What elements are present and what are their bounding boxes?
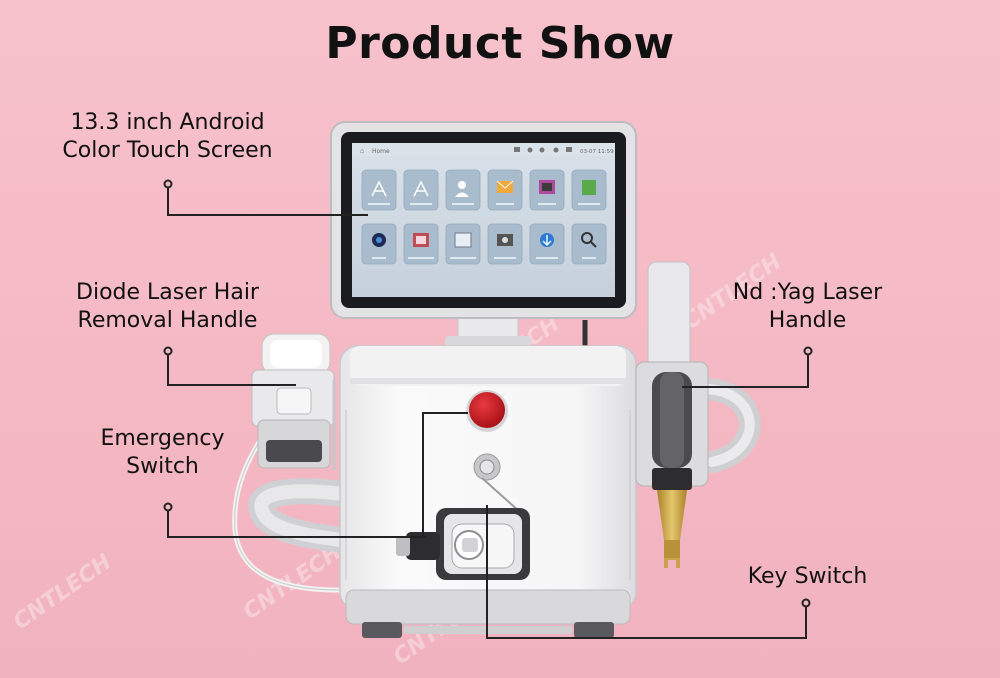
callout-emergency-switch-label: Emergency Switch bbox=[100, 426, 225, 479]
callout-key-switch-label: Key Switch bbox=[747, 564, 868, 589]
page-title: Product Show bbox=[325, 18, 675, 69]
svg-text:⌂: ⌂ bbox=[360, 148, 364, 155]
svg-text:03-07 11:59: 03-07 11:59 bbox=[580, 149, 614, 155]
svg-text:CNTLECH: CNTLECH bbox=[9, 550, 116, 635]
emergency-stop-button bbox=[469, 392, 505, 428]
screen-app-grid bbox=[361, 169, 607, 265]
callout-ndyag-handle-label: Nd :Yag Laser Handle bbox=[732, 280, 883, 333]
svg-text:Home: Home bbox=[372, 148, 390, 155]
callout-screen-label: 13.3 inch Android Color Touch Screen bbox=[62, 110, 273, 163]
callout-dots bbox=[163, 179, 813, 608]
svg-text:CNTLECH: CNTLECH bbox=[239, 540, 346, 625]
callout-lines bbox=[167, 185, 809, 639]
callout-diode-handle-label: Diode Laser Hair Removal Handle bbox=[76, 280, 259, 333]
